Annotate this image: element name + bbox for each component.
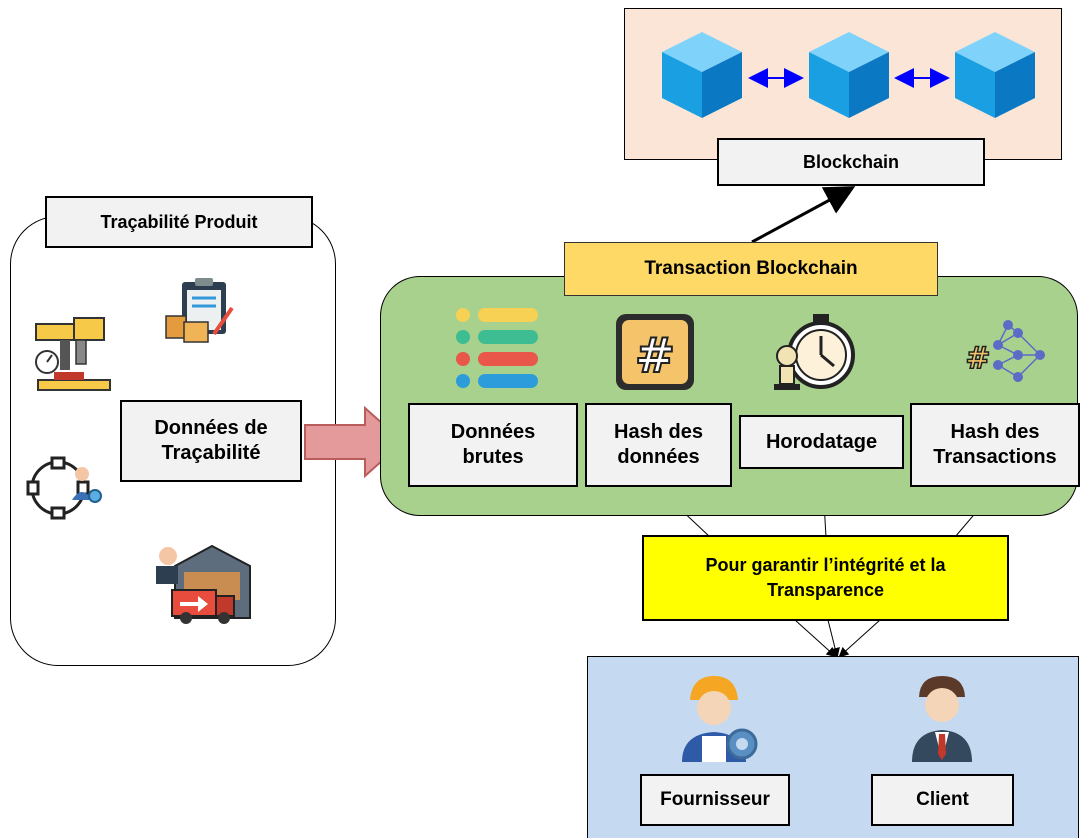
client-businessman-icon [912, 676, 972, 762]
guarantee-label: Pour garantir l’intégrité et la Transpar… [642, 535, 1009, 621]
gear-worker-icon [26, 456, 102, 520]
warehouse-truck-icon [156, 544, 251, 624]
arrow-guarantee-to-stakeholders-1 [794, 619, 837, 658]
cube-icon [809, 32, 889, 118]
transaction-title: Transaction Blockchain [564, 242, 938, 296]
transactions-hash-label: Hash des Transactions [910, 403, 1080, 487]
supplier-worker-icon [682, 676, 758, 762]
blockchain-label: Blockchain [717, 138, 985, 186]
hash-icon: # [616, 314, 694, 390]
raw-data-label: Données brutes [408, 403, 578, 487]
cube-icon [662, 32, 742, 118]
cube-icon [955, 32, 1035, 118]
arrow-guarantee-to-stakeholders-2 [827, 619, 840, 658]
data-list-icon [456, 308, 538, 388]
stopwatch-icon [774, 314, 855, 390]
hash-network-icon: # [965, 320, 1045, 382]
client-label: Client [871, 774, 1014, 826]
arrow-guarantee-to-stakeholders-3 [838, 619, 881, 658]
tracability-title: Traçabilité Produit [45, 196, 313, 248]
timestamp-label: Horodatage [739, 415, 904, 469]
data-hash-label: Hash des données [585, 403, 732, 487]
tracability-data-label: Données de Traçabilité [120, 400, 302, 482]
svg-text:#: # [965, 341, 990, 376]
arrow-to-blockchain [751, 186, 856, 244]
clipboard-boxes-icon [165, 278, 234, 343]
svg-text:#: # [635, 328, 675, 384]
supplier-label: Fournisseur [640, 774, 790, 826]
machine-icon [35, 317, 111, 391]
